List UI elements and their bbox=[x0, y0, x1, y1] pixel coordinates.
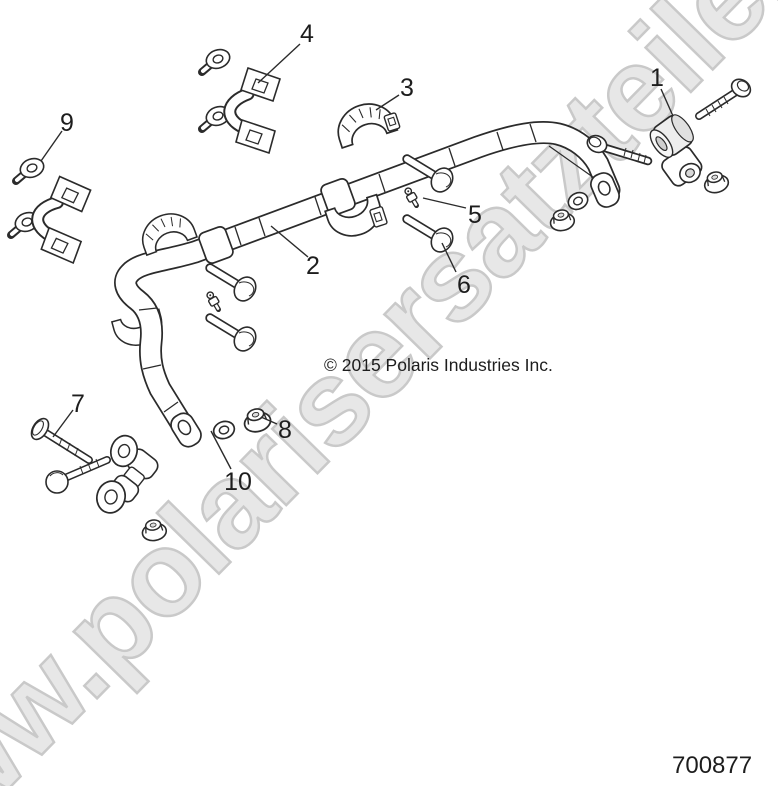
bushing-half-upper-right bbox=[330, 95, 401, 149]
hex-flange-bolt bbox=[695, 78, 752, 120]
leader-line-7 bbox=[52, 409, 74, 438]
leader-line-3 bbox=[375, 94, 400, 111]
callout-4: 4 bbox=[300, 20, 314, 48]
callout-7: 7 bbox=[71, 390, 85, 418]
part-number: 700877 bbox=[672, 752, 752, 779]
bar-collar-left bbox=[198, 226, 234, 264]
leader-line-2 bbox=[270, 225, 309, 258]
flange-nut bbox=[701, 168, 732, 197]
flange-bolt-right-arm bbox=[586, 134, 653, 166]
link-bolt bbox=[45, 456, 111, 494]
callout-1: 1 bbox=[650, 64, 664, 92]
drop-link bbox=[96, 434, 159, 514]
stabilizer-bar bbox=[114, 121, 621, 448]
drop-link-assembly-left bbox=[30, 417, 169, 544]
leader-line-9 bbox=[40, 130, 63, 162]
copyright-text: © 2015 Polaris Industries Inc. bbox=[324, 355, 553, 375]
callout-5: 5 bbox=[468, 201, 482, 229]
end-link-assembly-right bbox=[649, 78, 752, 197]
callout-10: 10 bbox=[224, 468, 252, 496]
callout-8: 8 bbox=[278, 416, 292, 444]
bar-end-tab-right bbox=[590, 172, 620, 208]
callout-6: 6 bbox=[457, 271, 471, 299]
grease-fitting bbox=[403, 186, 421, 208]
callout-2: 2 bbox=[306, 252, 320, 280]
callout-9: 9 bbox=[60, 109, 74, 137]
bushing-clamp-bracket bbox=[230, 68, 280, 153]
bushing-half-lower-right bbox=[324, 193, 388, 244]
leader-line-5 bbox=[422, 197, 467, 209]
link-bolt bbox=[30, 417, 93, 464]
bar-collar-right bbox=[320, 178, 356, 216]
callout-3: 3 bbox=[400, 74, 414, 102]
leader-lines bbox=[40, 43, 674, 470]
bushing-clamp-bracket bbox=[34, 175, 91, 264]
clamp-screw bbox=[202, 46, 232, 72]
end-link-bushing bbox=[649, 114, 694, 159]
leader-line-8 bbox=[260, 416, 278, 425]
leader-line-1 bbox=[660, 88, 674, 117]
leader-line-6 bbox=[441, 242, 457, 273]
leader-line-4 bbox=[257, 43, 301, 84]
bar-arm-edge-line bbox=[548, 145, 598, 181]
bar-end-tab-left bbox=[170, 412, 202, 448]
grease-fitting bbox=[205, 290, 223, 312]
mount-bolt bbox=[210, 318, 260, 355]
bar-segment-marks bbox=[138, 123, 537, 413]
leader-line-10 bbox=[210, 430, 232, 470]
